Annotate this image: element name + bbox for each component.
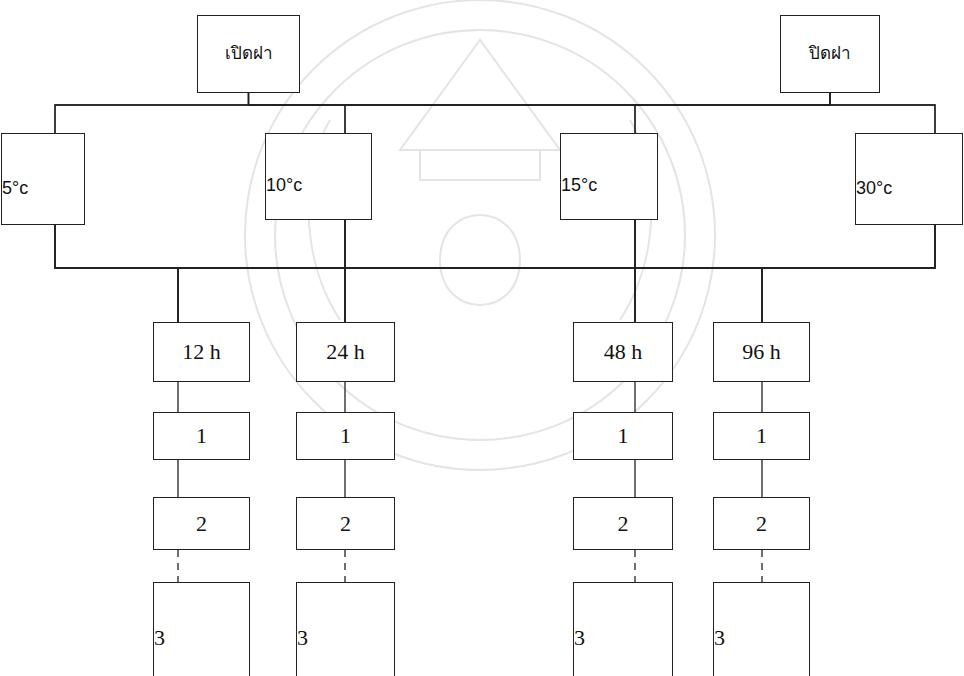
connector — [249, 93, 636, 133]
replicate-box: 2 — [296, 497, 395, 550]
node-label: 1 — [196, 423, 207, 448]
connector — [345, 220, 762, 322]
replicate-box: 3 — [573, 582, 673, 676]
replicate-box: 2 — [153, 497, 250, 550]
replicate-box: 3 — [713, 582, 810, 676]
node-label: 24 h — [326, 339, 365, 364]
node-label: 2 — [618, 511, 629, 536]
replicate-box: 2 — [573, 497, 673, 550]
connector — [178, 225, 935, 322]
connector — [177, 382, 178, 412]
node-label: 2 — [340, 511, 351, 536]
connector — [634, 550, 635, 582]
node-label: 2 — [756, 511, 767, 536]
node-label: 10°c — [266, 175, 302, 196]
node-label: เปิดฝา — [225, 44, 273, 64]
connector — [177, 550, 178, 582]
node-label: 12 h — [182, 339, 221, 364]
connector — [178, 220, 345, 322]
time-box: 96 h — [713, 322, 810, 382]
connector — [830, 93, 935, 133]
replicate-box: 1 — [153, 412, 250, 460]
node-label: 3 — [574, 625, 585, 650]
watermark-emblem — [245, 0, 715, 470]
time-box: 24 h — [296, 322, 395, 382]
connector — [762, 225, 935, 322]
connector — [344, 382, 345, 412]
node-label: 1 — [340, 423, 351, 448]
replicate-box: 3 — [296, 582, 395, 676]
connector — [634, 382, 635, 412]
node-label: 1 — [618, 423, 629, 448]
connector — [55, 93, 830, 133]
connector — [249, 93, 346, 133]
connector — [249, 93, 936, 133]
connector — [635, 93, 830, 133]
node-label: 30°c — [856, 178, 892, 199]
group-box: ปิดฝา — [780, 15, 880, 93]
replicate-box: 2 — [713, 497, 810, 550]
replicate-box: 1 — [296, 412, 395, 460]
replicate-box: 3 — [153, 582, 250, 676]
connector — [345, 93, 830, 133]
connector — [177, 460, 178, 497]
node-label: 3 — [154, 625, 165, 650]
connector — [345, 220, 635, 322]
temperature-box: 10°c — [265, 133, 372, 220]
connector — [635, 225, 935, 322]
temperature-box: 30°c — [855, 133, 963, 225]
connector — [55, 225, 178, 322]
connector — [345, 220, 635, 322]
node-label: 15°c — [561, 175, 597, 196]
connector — [55, 225, 762, 322]
connector — [55, 93, 249, 133]
connector — [761, 382, 762, 412]
node-label: 2 — [196, 511, 207, 536]
group-box: เปิดฝา — [197, 15, 300, 93]
time-box: 12 h — [153, 322, 250, 382]
replicate-box: 1 — [573, 412, 673, 460]
connector — [55, 225, 345, 322]
temperature-box: 5°c — [1, 133, 85, 225]
connector — [761, 550, 762, 582]
node-label: 3 — [297, 625, 308, 650]
connector — [634, 460, 635, 497]
node-label: 96 h — [742, 339, 781, 364]
node-label: ปิดฝา — [809, 44, 851, 64]
connector — [344, 550, 345, 582]
replicate-box: 1 — [713, 412, 810, 460]
node-label: 48 h — [604, 339, 643, 364]
connector — [344, 460, 345, 497]
node-label: 3 — [714, 625, 725, 650]
node-label: 1 — [756, 423, 767, 448]
connector — [635, 220, 762, 322]
connector — [761, 460, 762, 497]
time-box: 48 h — [573, 322, 673, 382]
connector — [345, 225, 935, 322]
connector — [178, 220, 635, 322]
node-label: 5°c — [2, 178, 28, 199]
temperature-box: 15°c — [560, 133, 658, 220]
